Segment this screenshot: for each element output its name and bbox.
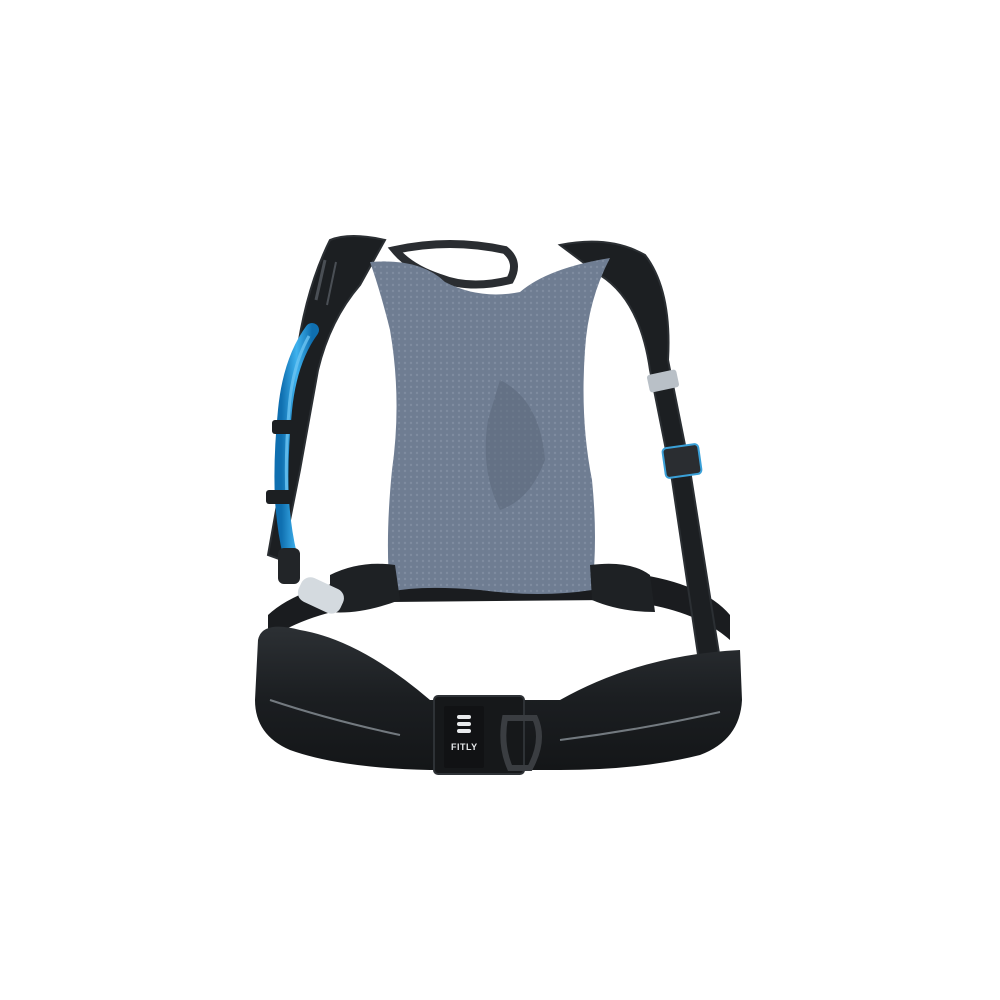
bite-valve-icon bbox=[278, 548, 344, 614]
brand-label: FITLY bbox=[451, 742, 478, 752]
belt-zipper-right bbox=[559, 711, 721, 741]
strap-reflective-slider bbox=[647, 369, 679, 393]
hydration-tube-icon bbox=[274, 323, 319, 562]
right-harness-wing bbox=[590, 563, 655, 612]
strap-buckle bbox=[661, 443, 703, 479]
waist-belt bbox=[255, 626, 742, 770]
fitly-logo-icon bbox=[457, 715, 471, 733]
strap-stitching bbox=[326, 261, 337, 306]
left-harness-wing bbox=[330, 563, 400, 613]
tube-clip bbox=[272, 420, 298, 434]
right-shoulder-strap bbox=[557, 240, 722, 670]
strap-stitching bbox=[314, 259, 327, 301]
back-panel-shadow bbox=[485, 380, 545, 510]
brand-tag: FITLY bbox=[433, 695, 525, 775]
belt-zipper-left bbox=[269, 699, 401, 736]
tube-clip bbox=[266, 490, 292, 504]
d-ring-icon bbox=[500, 715, 542, 771]
tube-highlight bbox=[284, 335, 311, 501]
left-shoulder-strap bbox=[266, 235, 387, 562]
